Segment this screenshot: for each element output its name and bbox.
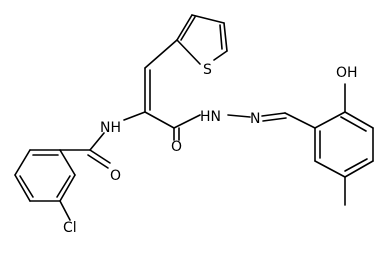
amide-oxygen-label: O [171,139,182,155]
imine-n-label: N [250,111,260,127]
chlorine-label: Cl [63,220,77,236]
amide-nh-label: NH [100,120,121,136]
hydroxyl-label: OH [336,65,358,81]
sulfur-atom-label: S [203,62,212,78]
benzoyl-oxygen-label: O [110,168,121,184]
hydrazide-hn-label: HN [200,109,221,125]
bonds [14,14,374,221]
